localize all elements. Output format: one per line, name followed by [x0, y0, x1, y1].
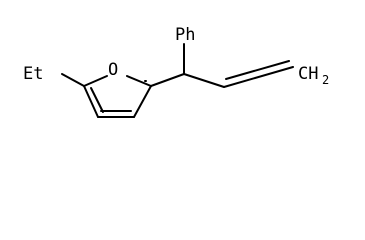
ch2-label: CH [298, 64, 318, 84]
phenyl-label: Ph [175, 25, 195, 45]
bond-vinyl-double-b [225, 60, 290, 80]
bond-ch-vinyl [183, 73, 225, 88]
bond-c5-o1 [83, 75, 108, 87]
bond-o1-c2 [126, 75, 152, 87]
bond-c2-ch [150, 73, 185, 87]
ethyl-label: Et [23, 64, 43, 84]
bond-vinyl-double-a [223, 66, 294, 88]
oxygen-label: O [108, 60, 118, 80]
chemical-structure-diagram: Et O Ph CH 2 [23, 25, 329, 118]
bond-ethyl-c5 [61, 73, 85, 87]
bond-c4-c5 [83, 85, 99, 118]
bond-c5-c4-inner [90, 87, 104, 113]
bond-c2-c3 [133, 85, 152, 118]
ch2-subscript-label: 2 [322, 73, 329, 87]
